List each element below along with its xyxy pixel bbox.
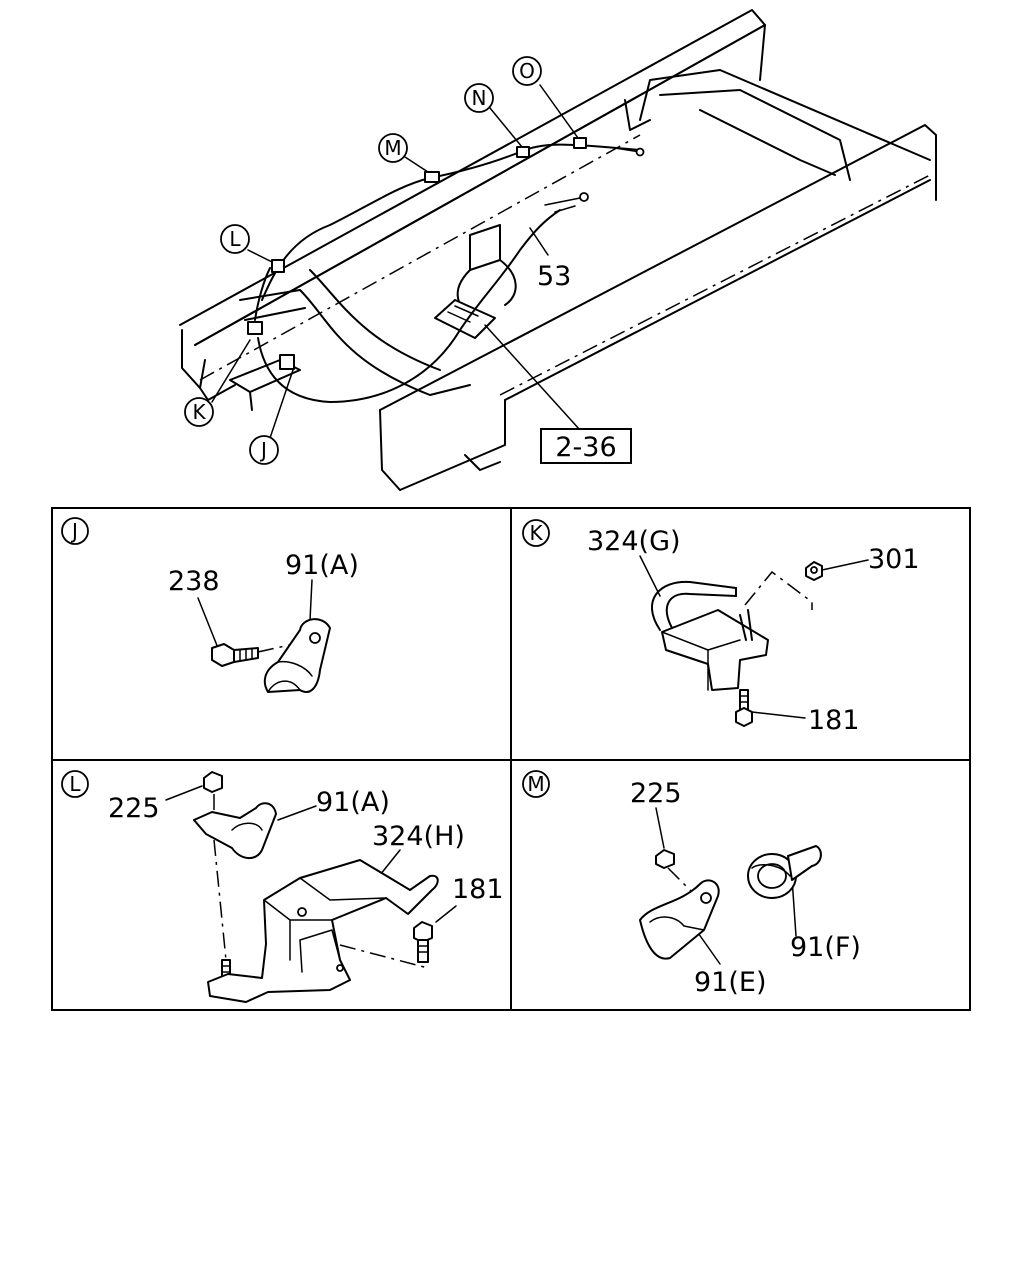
part-label-238: 238 [168,566,220,597]
bracket-324h-icon [207,859,439,1003]
part-label-53: 53 [537,261,571,292]
part-label-91e: 91(E) [694,967,766,998]
part-label-91f: 91(F) [790,932,861,963]
callout-k: K [184,397,214,427]
callout-j: J [249,435,279,465]
nut-225-m-icon [655,849,675,869]
part-label-91a-l: 91(A) [316,787,390,818]
part-label-324h: 324(H) [372,821,465,852]
part-label-181: 181 [808,705,860,736]
part-label-301: 301 [868,544,920,575]
bolt-181-l-icon [413,921,433,963]
part-label-225-m: 225 [630,778,682,809]
bolt-238-icon [211,643,259,667]
nut-225-l-icon [203,771,223,793]
svg-text:J: J [259,438,267,462]
part-label-225-l: 225 [108,793,160,824]
clip-91f-icon [747,845,822,899]
chassis-frame-illustration [179,9,937,491]
detail-panel-j: J 238 91(A) [61,517,359,693]
detail-panel-l: L 225 91(A) 324(H) 181 [61,770,504,1003]
svg-text:O: O [519,59,535,83]
detail-panel-m: M 225 91(F) 91(E) [522,770,861,998]
clip-91a-l-icon [193,802,277,859]
bracket-324g-icon [650,580,769,691]
panel-k-letter: K [529,521,543,545]
callout-m: M [378,133,408,163]
clip-91e-icon [639,879,720,960]
svg-text:2-36: 2-36 [555,432,616,463]
part-label-324g: 324(G) [587,526,681,557]
detail-panel-grid [51,507,971,1011]
svg-text:N: N [472,86,487,110]
reference-box-2-36: 2-36 [540,428,632,464]
callout-n: N [464,83,494,113]
part-label-91a: 91(A) [285,550,359,581]
callout-l: L [220,224,250,254]
detail-panel-k: K 324(G) 301 181 [522,519,920,736]
clip-91a-icon [263,618,331,693]
callout-o: O [512,56,542,86]
panel-l-letter: L [69,772,81,796]
panel-j-letter: J [70,519,78,543]
svg-text:L: L [229,227,241,251]
part-label-181-l: 181 [452,874,504,905]
nut-301-icon [805,561,823,581]
bolt-181-k-icon [735,689,753,727]
svg-text:K: K [192,400,206,424]
svg-text:M: M [384,136,401,160]
panel-m-letter: M [527,772,544,796]
